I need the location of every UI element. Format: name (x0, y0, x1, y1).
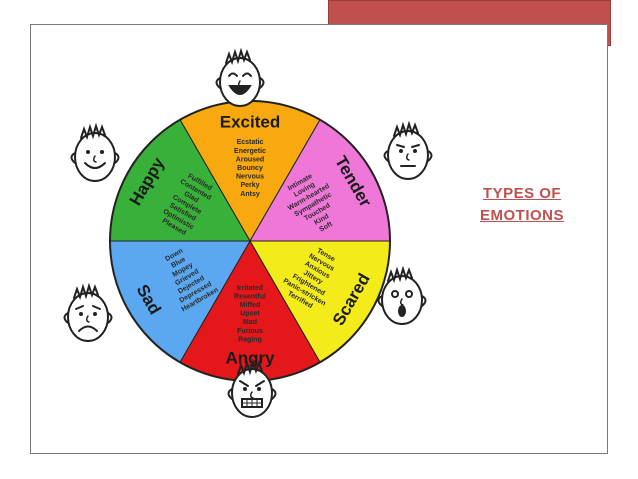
emotion-word: Perky (240, 182, 259, 189)
happy-face-icon (70, 122, 120, 182)
slide-title-line-1: TYPES OF (482, 185, 562, 202)
emotion-word: Mad (243, 319, 257, 326)
word-list-tender: IntimateLovingWarm-heartedSympatheticTou… (287, 173, 334, 234)
tender-face-icon (383, 120, 433, 180)
excited-face-icon (215, 47, 265, 107)
emotion-word: Bouncy (237, 165, 263, 172)
angry-face-icon (227, 358, 277, 418)
emotion-word: Aroused (236, 156, 264, 163)
scared-face-icon (377, 265, 427, 325)
slide-title: TYPES OF EMOTIONS (467, 183, 577, 227)
word-list-happy: FulfilledContentedGladCompleteSatisfiedO… (161, 173, 213, 237)
sad-face-icon (63, 282, 113, 342)
word-list-excited: EcstaticEnergeticArousedBouncyNervousPer… (234, 139, 266, 198)
word-list-angry: IrritatedResentfulMiffedUpsetMadFuriousR… (234, 285, 266, 344)
emotion-word: Nervous (236, 174, 264, 181)
emotion-word: Miffed (240, 302, 261, 309)
emotion-word: Ecstatic (237, 139, 264, 146)
emotion-word: Energetic (234, 148, 266, 155)
emotion-word: Antsy (240, 191, 260, 198)
emotion-word: Resentful (234, 293, 266, 300)
slide-title-line-2: EMOTIONS (479, 207, 564, 224)
wheel-label-angry: Angry (225, 348, 275, 367)
word-list-scared: TenseNervousAnxiousJitteryFrightenedPani… (282, 247, 336, 310)
emotion-word: Irritated (237, 285, 263, 292)
emotion-word: Furious (237, 328, 263, 335)
wheel-label-excited: Excited (220, 112, 280, 131)
emotion-word: Raging (238, 336, 262, 343)
emotion-word: Upset (240, 311, 260, 318)
